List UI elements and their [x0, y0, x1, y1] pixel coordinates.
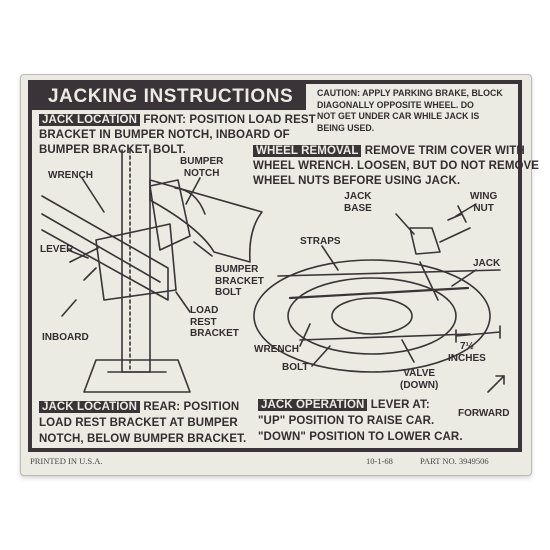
- bolt-label: BOLT: [282, 362, 309, 373]
- jack-post: [121, 149, 151, 373]
- jack-operation-block: JACK OPERATION LEVER AT:: [258, 398, 430, 412]
- wrench-label-left: WRENCH: [48, 170, 93, 181]
- decal-border: [28, 80, 522, 452]
- jack-base: [83, 359, 191, 393]
- forward-arrow: [487, 375, 505, 393]
- wheel-removal-block: WHEEL REMOVAL REMOVE TRIM COVER WITH: [253, 144, 525, 158]
- operation-line-2: "UP" POSITION TO RAISE CAR.: [258, 415, 435, 427]
- label-line: BUMPER: [180, 156, 224, 167]
- valve-label: VALVE (DOWN): [400, 368, 438, 391]
- inboard-label: INBOARD: [42, 332, 89, 343]
- straps-label: STRAPS: [300, 236, 341, 247]
- caution-line: NOT GET UNDER CAR WHILE JACK IS: [317, 111, 480, 121]
- jack-label: JACK: [473, 258, 501, 269]
- lever-label: LEVER: [40, 244, 74, 255]
- forward-label: FORWARD: [458, 408, 510, 419]
- bumper-notch-label: BUMPER NOTCH: [180, 156, 223, 179]
- bumper-bracket-bolt-label: BUMPER BRACKET BOLT: [215, 264, 264, 299]
- lever-handle: [69, 247, 99, 263]
- spare-tire-outer: [253, 259, 491, 373]
- label-line: REST: [190, 316, 217, 328]
- rear-line-3: NOTCH, BELOW BUMPER BRACKET.: [39, 433, 247, 445]
- load-rest-bracket-label: LOAD REST BRACKET: [190, 305, 239, 340]
- wheel-removal-heading: WHEEL REMOVAL: [253, 145, 362, 157]
- operation-heading: JACK OPERATION: [258, 399, 368, 411]
- wheel-removal-line-2: WHEEL WRENCH. LOOSEN, BUT DO NOT REMOVE: [253, 160, 540, 172]
- load-rest-bracket: [149, 179, 191, 251]
- caution-text: CAUTION: APPLY PARKING BRAKE, BLOCK DIAG…: [317, 88, 503, 134]
- jack-rod: [288, 286, 470, 300]
- label-line: INCHES: [448, 352, 486, 364]
- dimension-mark: [455, 325, 501, 343]
- label-line: NUT: [473, 202, 494, 214]
- caution-line: CAUTION: APPLY PARKING BRAKE, BLOCK: [317, 88, 503, 98]
- label-line: BOLT: [215, 287, 242, 298]
- front-line-3: BUMPER BRACKET BOLT.: [39, 144, 186, 156]
- bumper-bracket: [149, 179, 263, 263]
- front-line-1: FRONT: POSITION LOAD REST: [143, 114, 316, 126]
- label-line: VALVE: [403, 368, 436, 379]
- spare-tire-inner: [287, 277, 457, 355]
- label-line: LOAD: [190, 305, 219, 316]
- wrench-label-right: WRENCH: [254, 344, 299, 355]
- operation-line-1: LEVER AT:: [370, 399, 430, 411]
- rear-heading: JACK LOCATION: [39, 401, 141, 413]
- wing-nut-mark: [447, 205, 467, 223]
- label-line: BRACKET: [190, 328, 239, 339]
- caution-line: BEING USED.: [317, 122, 375, 133]
- front-line-2: BRACKET IN BUMPER NOTCH, INBOARD OF: [39, 129, 290, 141]
- decal-title: JACKING INSTRUCTIONS: [48, 86, 294, 107]
- jack-base-right: [409, 227, 441, 255]
- jack-body: [95, 223, 177, 301]
- rear-jack-location-block: JACK LOCATION REAR: POSITION: [39, 400, 239, 414]
- label-line: 7½: [459, 341, 474, 352]
- print-date: 10-1-68: [366, 456, 393, 466]
- rear-line-1: REAR: POSITION: [143, 401, 240, 413]
- trunk-floor-line: [277, 269, 501, 277]
- front-heading: JACK LOCATION: [39, 114, 141, 126]
- inches-label: 7½ INCHES: [448, 341, 486, 364]
- jack-base-label: JACK BASE: [344, 191, 372, 214]
- label-line: BASE: [344, 202, 372, 214]
- front-jack-location-block: JACK LOCATION FRONT: POSITION LOAD REST: [39, 113, 316, 127]
- wheel-removal-line-1: REMOVE TRIM COVER WITH: [364, 145, 525, 157]
- rear-line-2: LOAD REST BRACKET AT BUMPER: [39, 417, 238, 429]
- printed-in-usa: PRINTED IN U.S.A.: [30, 456, 103, 466]
- bumper-outline: [41, 195, 169, 301]
- label-line: NOTCH: [183, 167, 220, 179]
- label-line: BRACKET: [215, 275, 264, 287]
- label-line: JACK: [344, 191, 372, 202]
- title-band: [32, 84, 306, 110]
- wheel-removal-line-3: WHEEL NUTS BEFORE USING JACK.: [253, 175, 461, 187]
- label-line: WING: [470, 191, 498, 202]
- wing-nut-label: WING NUT: [470, 191, 497, 214]
- part-number: PART NO. 3949506: [420, 456, 489, 466]
- operation-line-3: "DOWN" POSITION TO LOWER CAR.: [258, 431, 463, 443]
- label-line: BUMPER: [215, 264, 259, 275]
- label-line: (DOWN): [400, 379, 439, 391]
- caution-line: DIAGONALLY OPPOSITE WHEEL. DO: [317, 99, 474, 110]
